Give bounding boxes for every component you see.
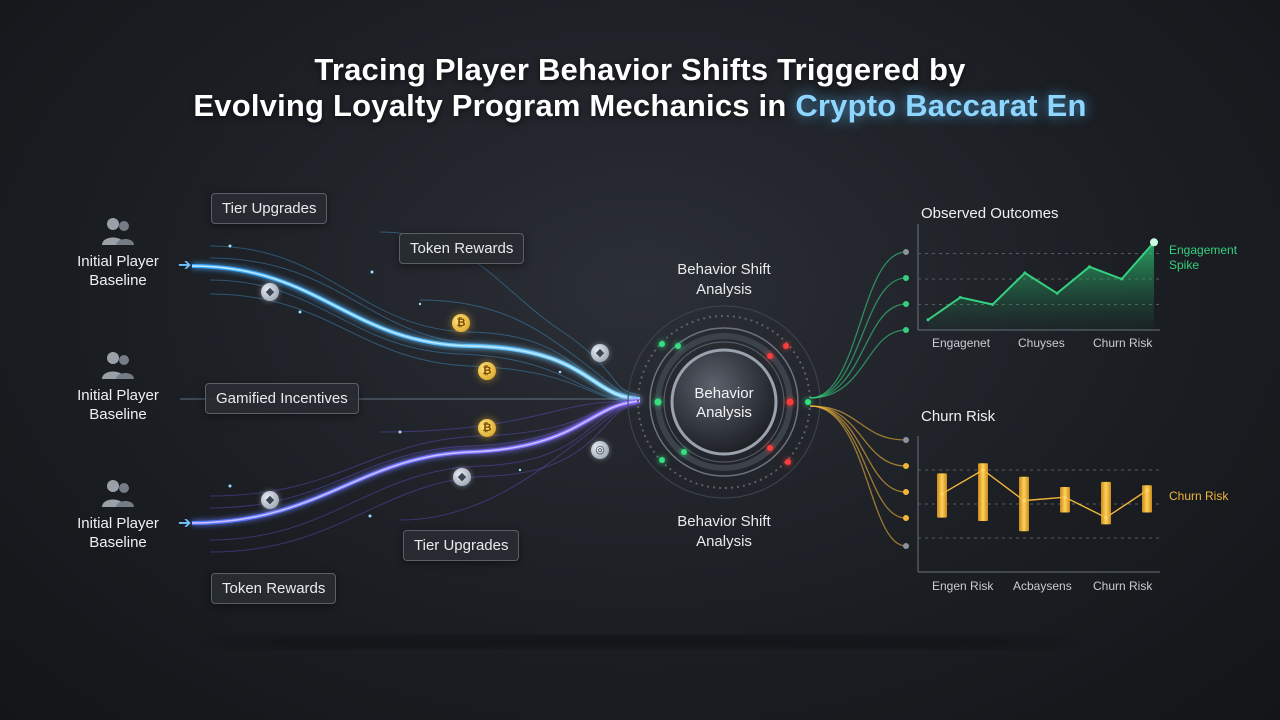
chart2-trend-point-4 [1063, 495, 1067, 500]
users-icon [102, 480, 134, 507]
chart1-area [928, 242, 1154, 330]
output-lines-green [809, 251, 907, 399]
ethereum-coin-icon: ◆ [261, 283, 279, 301]
tag-tier-upgrades-bottom: Tier Upgrades [403, 530, 520, 561]
hub-label-top: Behavior Shift Analysis [634, 260, 814, 300]
observed-outcomes-title: Observed Outcomes [921, 205, 1059, 222]
churn-risk-chart [917, 436, 1160, 573]
chart2-bar-5 [1101, 481, 1111, 525]
engagement-spike-line1: Engagement [1169, 243, 1238, 257]
chart2-trend-point-5 [1104, 515, 1108, 520]
churn-risk-title: Churn Risk [921, 408, 996, 425]
chart1-tick-1: Engagenet [932, 336, 991, 350]
chart1-point-1 [926, 318, 930, 322]
top-main-flow [191, 264, 641, 401]
hub-label-top-line1: Behavior Shift [677, 261, 771, 278]
hub-label-bottom-line1: Behavior Shift [677, 513, 771, 530]
ethereum-coin-icon: ◆ [261, 491, 279, 509]
sparkle-dots [228, 244, 562, 518]
bitcoin-coin-icon: ₿ [478, 419, 496, 437]
source-node-2: Initial Player Baseline [58, 350, 178, 424]
chart2-trend-point-3 [1022, 498, 1026, 503]
chart2-trend-point-6 [1145, 488, 1149, 493]
source-node-1-line1: Initial Player [77, 253, 159, 270]
chart2-bar-4 [1060, 487, 1070, 513]
churn-risk-annotation: Churn Risk [1169, 489, 1229, 503]
bottom-flow-bundle [209, 400, 637, 553]
arrow-right-icon: ➔ [178, 515, 192, 532]
chart2-bar-2 [978, 463, 988, 521]
source-node-3-line1: Initial Player [77, 515, 159, 532]
source-node-2-line2: Baseline [89, 406, 147, 423]
hub-label-top-line2: Analysis [696, 281, 752, 298]
chart1-series-line [927, 241, 1155, 321]
bitcoin-coin-icon: ₿ [478, 362, 496, 380]
engagement-spike-line2: Spike [1169, 258, 1200, 272]
source-node-3: Initial Player Baseline [58, 478, 178, 552]
hub-core-line1: Behavior [694, 385, 754, 402]
chart1-tick-3: Churn Risk [1093, 336, 1153, 350]
source-node-1: Initial Player Baseline [58, 216, 178, 290]
chart1-point-7 [1120, 277, 1124, 281]
chart2-tick-2: Acbaysens [1013, 579, 1072, 593]
bitcoin-coin-icon: ₿ [452, 314, 470, 332]
chart1-point-4 [1023, 271, 1027, 275]
chart2-tick-3: Churn Risk [1093, 579, 1153, 593]
source-node-3-line2: Baseline [89, 534, 147, 551]
generic-coin-icon: ◎ [591, 441, 609, 459]
chart2-trend-point-1 [940, 492, 944, 496]
hub-core-label: Behavior Analysis [664, 384, 784, 422]
page-title-accent: Crypto Baccarat En [795, 88, 1087, 123]
hub-label-bottom: Behavior Shift Analysis [634, 512, 814, 552]
chart1-point-2 [958, 295, 962, 299]
chart1-point-5 [1055, 291, 1059, 295]
floor-glow [210, 638, 1070, 646]
source-node-2-line1: Initial Player [77, 387, 159, 404]
output-endpoints [903, 249, 909, 549]
ethereum-coin-icon: ◆ [591, 344, 609, 362]
chart1-tick-2: Chuyses [1018, 336, 1065, 350]
chart2-bar-3 [1019, 476, 1029, 532]
users-icon [102, 218, 134, 245]
chart2-trend-line [941, 469, 1148, 519]
observed-outcomes-chart [917, 224, 1160, 331]
hub-label-bottom-line2: Analysis [696, 533, 752, 550]
hub-core-line2: Analysis [696, 404, 752, 421]
chart2-tick-1: Engen Risk [932, 579, 994, 593]
tag-gamified-incentives: Gamified Incentives [205, 383, 359, 414]
tag-token-rewards-bottom: Token Rewards [211, 573, 337, 604]
chart2-trend-point-2 [981, 468, 985, 472]
page-title-line2: Evolving Loyalty Program Mechanics in Cr… [0, 88, 1280, 124]
page-title-line1: Tracing Player Behavior Shifts Triggered… [314, 52, 966, 87]
analysis-hub [627, 305, 821, 499]
engagement-spike-annotation: Engagement Spike [1169, 243, 1237, 273]
page-title-prefix: Evolving Loyalty Program Mechanics in [193, 88, 796, 123]
chart1-point-6 [1087, 265, 1091, 269]
tag-token-rewards-top: Token Rewards [399, 233, 525, 264]
chart1-point-3 [991, 303, 995, 306]
output-lines-gold [809, 405, 907, 547]
ethereum-coin-icon: ◆ [453, 468, 471, 486]
arrow-right-icon: ➔ [178, 257, 192, 274]
users-icon [102, 352, 134, 379]
chart1-point-8 [1150, 238, 1158, 247]
source-node-1-line2: Baseline [89, 272, 147, 289]
tag-tier-upgrades-top: Tier Upgrades [211, 193, 328, 224]
